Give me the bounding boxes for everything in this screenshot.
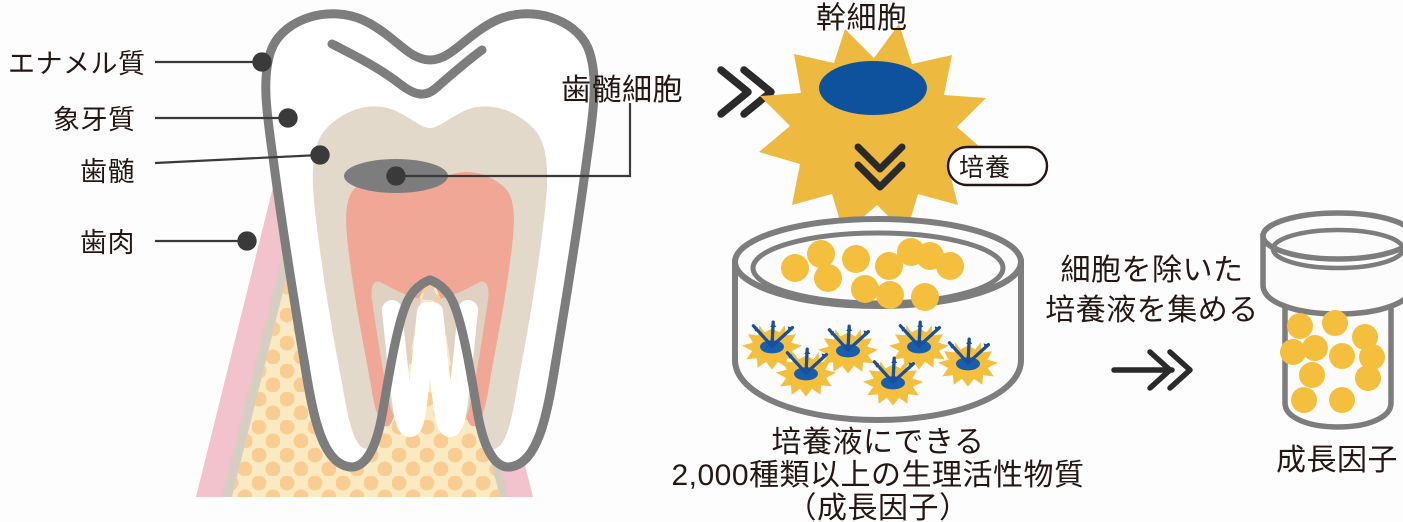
jar-caption-label: 成長因子 xyxy=(1276,444,1398,477)
tooth-label-enamel: エナメル質 xyxy=(8,49,146,79)
secreting-cell-star-icon xyxy=(889,320,949,370)
medium-surface-dots xyxy=(781,238,964,311)
tooth-label-pulp: 歯髄 xyxy=(80,157,135,187)
dish-caption-line2: 2,000種類以上の生理活性物質 xyxy=(671,459,1085,492)
double-chevron-right-icon xyxy=(717,66,775,118)
collect-medium-line2: 培養液を集める xyxy=(1045,294,1259,327)
secreting-cell-group xyxy=(742,320,998,406)
stem-cell-nucleus xyxy=(819,61,927,115)
stem-cell-star-icon xyxy=(759,24,988,234)
collection-jar-icon xyxy=(1260,210,1403,430)
long-arrow-right-icon xyxy=(1111,349,1193,391)
tooth-label-dentin: 象牙質 xyxy=(53,105,136,135)
petri-dish-icon xyxy=(732,216,1024,424)
root-canals xyxy=(382,300,478,437)
tooth-label-leader-lines xyxy=(154,52,330,251)
dish-caption-line1: 培養液にできる xyxy=(771,426,985,459)
double-chevron-down-icon xyxy=(854,143,906,191)
tooth-label-gingiva: 歯肉 xyxy=(80,228,135,258)
secreting-cell-star-icon xyxy=(776,347,836,397)
culture-pill-label: 培養 xyxy=(959,154,1012,182)
occlusal-groove xyxy=(327,39,487,99)
secreting-cell-star-icon xyxy=(818,324,878,374)
stem-cell-label: 幹細胞 xyxy=(816,2,908,35)
secreting-cell-star-icon xyxy=(938,337,998,387)
secreting-cell-star-icon xyxy=(863,356,923,406)
secreting-cell-star-icon xyxy=(742,320,802,370)
collect-medium-line1: 細胞を除いた xyxy=(1060,254,1244,287)
culture-pill-outline xyxy=(946,145,1049,187)
leader-pulp-cells xyxy=(386,103,632,186)
dish-caption-line3: （成長因子） xyxy=(786,492,970,522)
jar-growth-factor-dots xyxy=(1280,310,1385,413)
leader-pulp xyxy=(154,145,330,165)
pulp-cells-callout-label: 歯髄細胞 xyxy=(561,74,683,107)
tooth-root-outline xyxy=(299,275,561,472)
